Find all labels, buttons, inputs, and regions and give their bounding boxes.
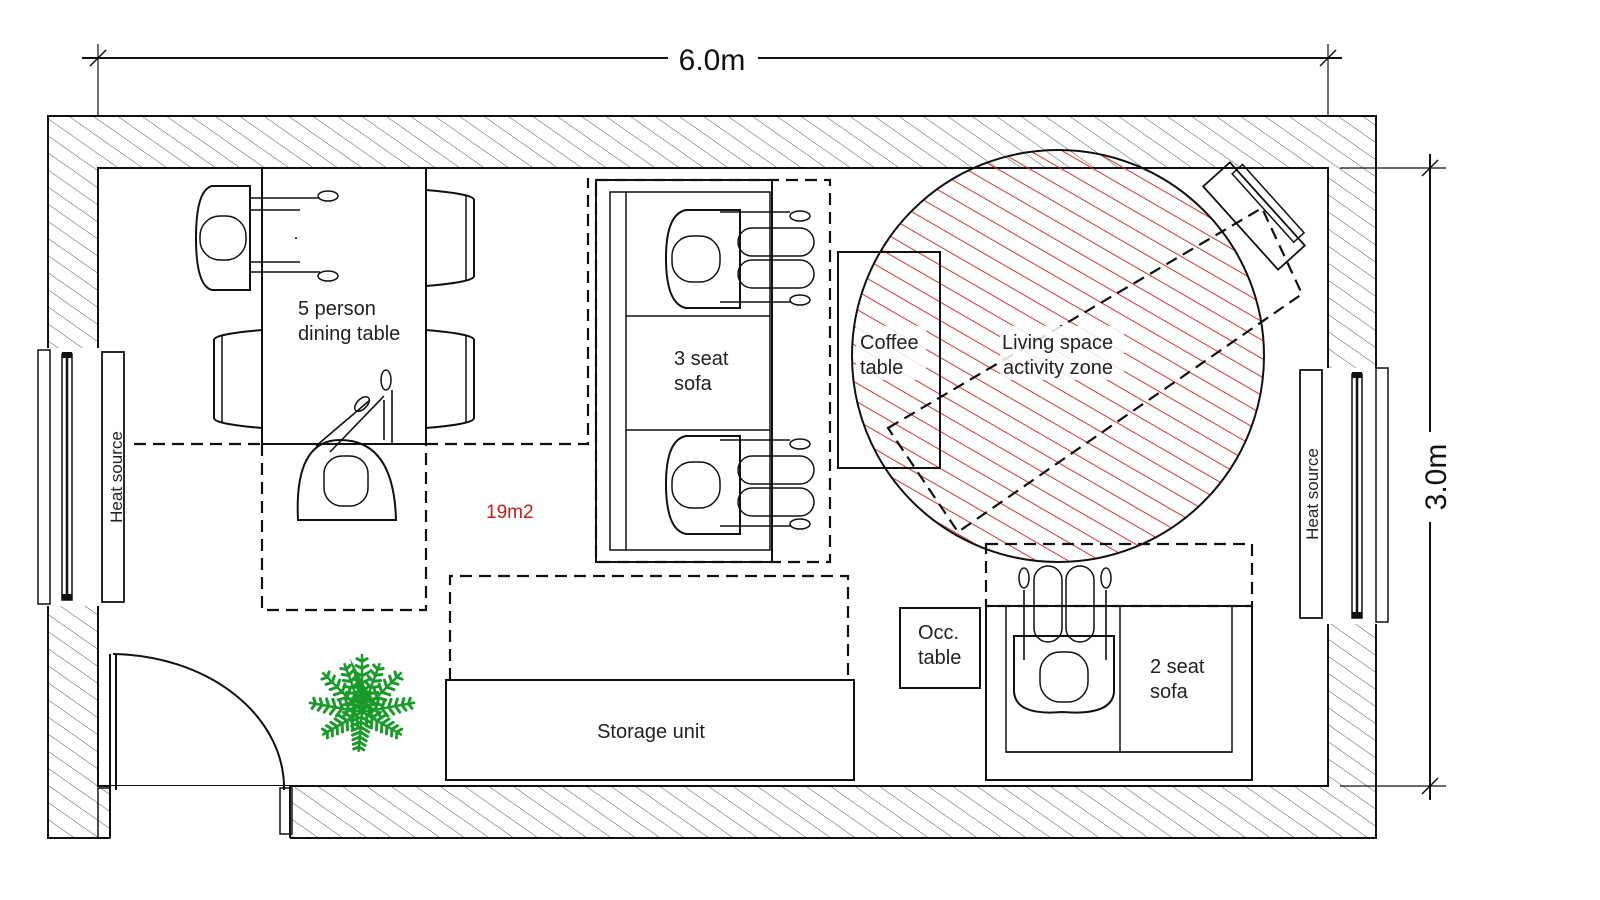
zone-label-1: Living space (1002, 332, 1113, 354)
two-seat-sofa: 2 seat sofa (984, 542, 1254, 781)
dining-table (261, 167, 427, 445)
sofa2-label-2: sofa (1150, 681, 1189, 703)
height-label: 3.0m (1420, 444, 1453, 511)
sofa2-label-1: 2 seat (1150, 656, 1205, 678)
right-window (1351, 367, 1389, 623)
dining-chair-icon (425, 329, 475, 429)
seated-person-icon (1013, 565, 1115, 714)
dining-label-2: dining table (298, 323, 400, 345)
door-swing-icon (97, 653, 293, 839)
dining-label-1: 5 person (298, 298, 376, 320)
occ-label-1: Occ. (918, 622, 959, 644)
width-dimension: 6.0m (82, 40, 1342, 116)
seated-person-icon (296, 369, 398, 521)
storage-unit: Storage unit (445, 574, 855, 781)
seated-person-icon (194, 185, 339, 291)
tv-unit (1201, 161, 1307, 271)
right-heat-source: Heat source (1299, 369, 1323, 619)
coffee-label-1: Coffee (860, 332, 919, 354)
sofa3-label-2: sofa (674, 373, 713, 395)
occ-label-2: table (918, 647, 961, 669)
left-heat-label: Heat source (107, 431, 126, 523)
storage-label: Storage unit (597, 721, 705, 743)
zone-label-2: activity zone (1003, 357, 1113, 379)
dining-chair-icon (213, 329, 263, 429)
right-heat-label: Heat source (1303, 448, 1322, 540)
seated-person-icon (664, 435, 815, 535)
seated-person-icon (664, 209, 815, 309)
occasional-table: Occ. table (899, 607, 981, 689)
sofa3-label-1: 3 seat (674, 348, 729, 370)
fern-plant-icon (308, 654, 416, 752)
coffee-label-2: table (860, 357, 903, 379)
left-window (37, 349, 73, 605)
three-seat-sofa: 3 seat sofa (594, 178, 832, 564)
height-dimension: 3.0m (1340, 154, 1453, 800)
dining-chair-icon (425, 189, 475, 287)
left-heat-source: Heat source (101, 351, 126, 603)
width-label: 6.0m (679, 44, 746, 77)
area-label: 19m2 (486, 502, 534, 523)
dining-area: 5 person dining table (134, 167, 590, 612)
